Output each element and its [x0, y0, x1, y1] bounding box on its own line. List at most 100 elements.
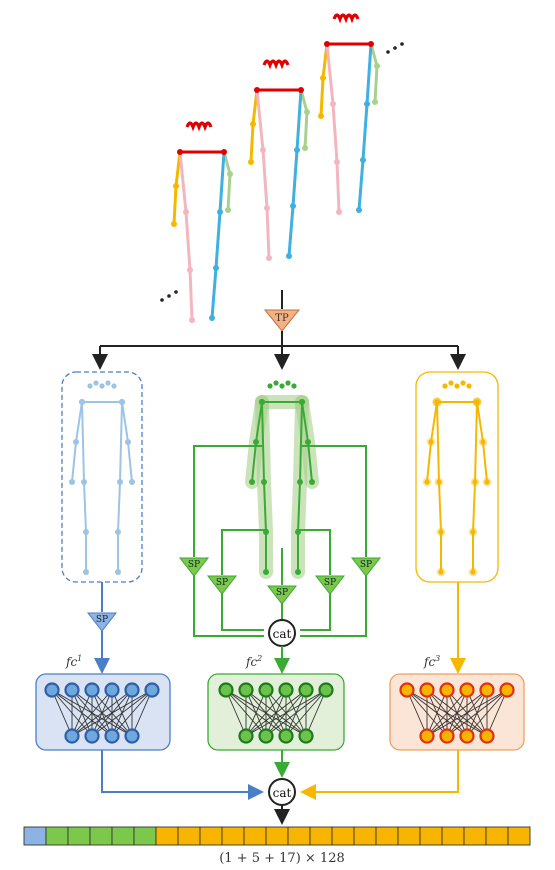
joint-dot	[221, 149, 227, 155]
joint-dot	[360, 157, 366, 163]
feature-cell	[111, 826, 135, 846]
feature-cell	[199, 826, 223, 846]
joint-dot	[299, 399, 305, 405]
joint-skeleton	[422, 380, 492, 577]
joint-dot	[209, 315, 215, 321]
feature-cell	[375, 826, 399, 846]
feature-cell	[23, 826, 47, 846]
joint-dot	[260, 147, 266, 153]
fc-connection	[426, 689, 448, 737]
neuron-node	[124, 728, 140, 744]
feature-cell	[463, 826, 487, 846]
neuron-node	[64, 682, 80, 698]
fc-connection	[91, 689, 153, 737]
joint-dot	[364, 101, 370, 107]
skeleton-frame-2	[248, 59, 310, 261]
neuron-node	[104, 728, 120, 744]
neuron-node	[124, 682, 140, 698]
sp-label: SP	[188, 560, 200, 570]
fc1-label: fc1	[65, 654, 82, 669]
neuron-node	[258, 728, 274, 744]
cat-label: cat	[273, 786, 292, 800]
skeleton-limb	[117, 401, 123, 572]
neuron-node	[479, 682, 495, 698]
skeleton-limb	[81, 401, 87, 572]
sp-node-green-4: SP	[314, 575, 346, 595]
fully-connected-layer-icon	[218, 682, 334, 744]
tp-pool-node: TP	[263, 309, 301, 332]
neuron-node	[238, 682, 254, 698]
joint-star-icon	[434, 477, 444, 487]
feature-size-label: (1 + 5 + 17) × 128	[219, 851, 345, 866]
fc-connection	[265, 689, 327, 737]
fc-connection	[406, 689, 428, 737]
neuron-node	[439, 728, 455, 744]
sp-label: SP	[360, 560, 372, 570]
joint-star-icon	[468, 527, 478, 537]
neuron-node	[499, 682, 515, 698]
skeleton-limb	[472, 401, 478, 572]
blue-merge-arrow	[101, 750, 264, 800]
skeleton-limb	[178, 150, 194, 322]
neuron-node	[419, 728, 435, 744]
neuron-node	[318, 682, 334, 698]
sp-node-green-3: SP	[266, 585, 298, 605]
fc-connection	[486, 689, 508, 737]
joint-dot	[254, 87, 260, 93]
fc-connection	[111, 689, 153, 737]
fc-connection	[71, 689, 93, 737]
joint-dot	[266, 255, 272, 261]
joint-star-icon	[436, 527, 446, 537]
joint-dot	[253, 439, 259, 445]
sp-label: SP	[216, 578, 228, 588]
joint-dot	[286, 253, 292, 259]
joint-dot	[294, 147, 300, 153]
fc-connection	[71, 689, 113, 737]
joint-dot	[374, 63, 380, 69]
joint-dot	[334, 159, 340, 165]
fc-connection	[71, 689, 153, 737]
body-level-box	[61, 371, 143, 583]
yellow-merge-arrow	[300, 750, 459, 800]
neuron-node	[84, 682, 100, 698]
joint-dot	[227, 171, 233, 177]
skeleton-limb	[287, 88, 303, 258]
head-icon	[332, 13, 360, 24]
joint-dot	[115, 569, 121, 575]
fc-connection	[245, 689, 267, 737]
joint-dot	[173, 183, 179, 189]
feature-cell	[67, 826, 91, 846]
joint-dot	[177, 149, 183, 155]
fc-connection	[426, 689, 468, 737]
joint-dot	[213, 265, 219, 271]
joint-dot	[290, 203, 296, 209]
joint-star-icon	[422, 477, 432, 487]
triangle-pool-icon	[178, 557, 210, 577]
joint-dot	[264, 205, 270, 211]
triangle-pool-icon	[86, 612, 118, 632]
fully-connected-layer-icon	[44, 682, 160, 744]
joint-dot	[305, 439, 311, 445]
neuron-node	[298, 728, 314, 744]
fully-connected-layer-icon	[399, 682, 515, 744]
joint-star-icon	[470, 477, 480, 487]
feature-cell	[287, 826, 311, 846]
cat-node-final: cat	[268, 778, 296, 806]
neuron-node	[278, 682, 294, 698]
fc-connection	[426, 689, 488, 737]
feature-cell	[441, 826, 465, 846]
joint-dot	[119, 399, 125, 405]
feature-cell	[155, 826, 179, 846]
joint-dot	[117, 479, 123, 485]
fc-connection	[446, 689, 508, 737]
joint-dot	[263, 569, 269, 575]
skeleton-frame-3	[318, 13, 380, 215]
sp-label: SP	[324, 578, 336, 588]
joint-dot	[248, 159, 254, 165]
head-icon	[262, 59, 290, 70]
fc-connection	[466, 689, 508, 737]
neuron-node	[278, 728, 294, 744]
joint-dot	[304, 109, 310, 115]
neuron-node	[479, 728, 495, 744]
